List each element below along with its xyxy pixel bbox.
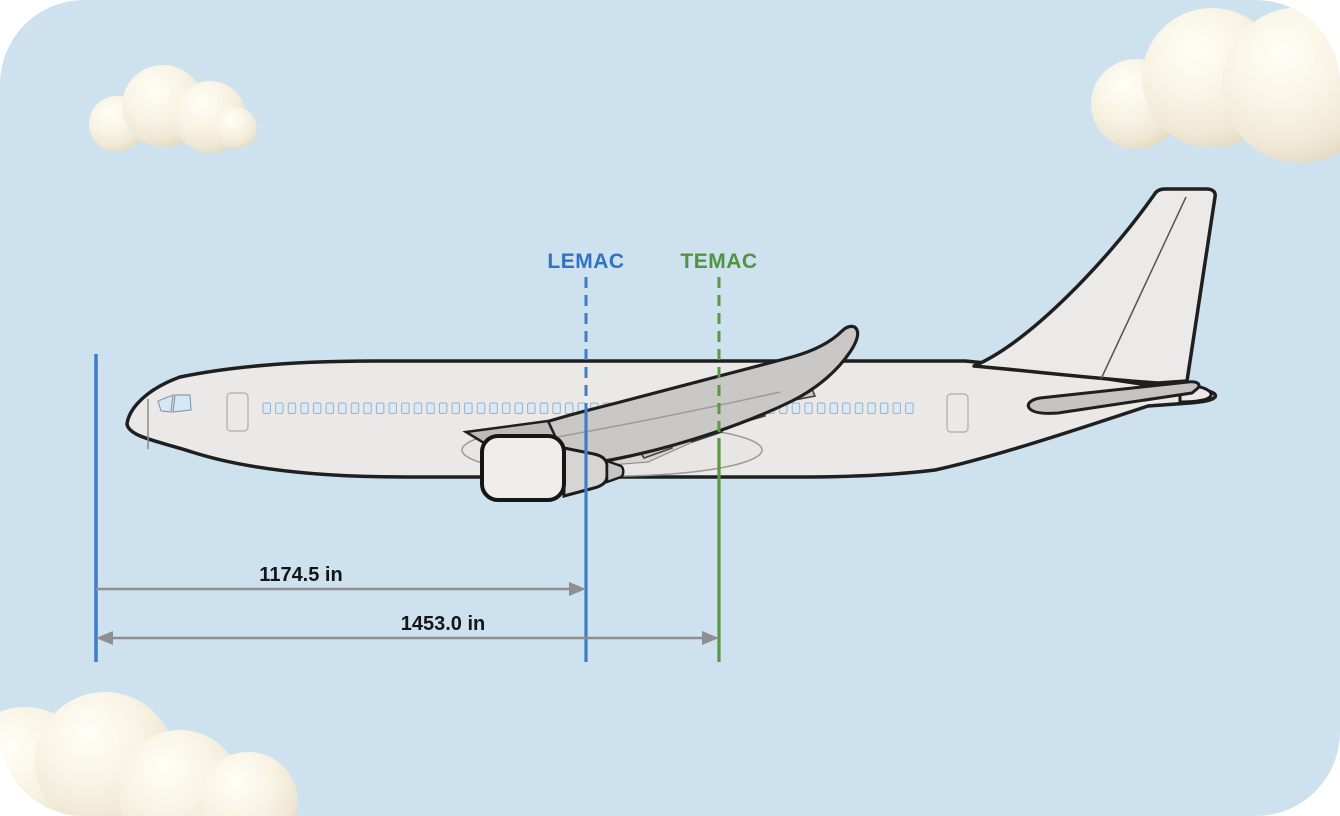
- cloud-bottom-left: [0, 692, 298, 816]
- horizontal-stabilizer: [1026, 380, 1201, 415]
- front-door-outline: [226, 392, 249, 432]
- vertical-stabilizer: [972, 187, 1217, 385]
- temac-label: TEMAC: [680, 250, 757, 273]
- dimension-arrow-datum-to-temac: [96, 631, 719, 645]
- cloud-top-left: [89, 65, 257, 153]
- arrowhead-left-icon: [96, 631, 113, 645]
- engine: [462, 419, 625, 502]
- rear-door-outline: [946, 393, 969, 433]
- lemac-label: LEMAC: [547, 250, 624, 273]
- dimension-label-datum-to-temac: 1453.0 in: [401, 613, 486, 635]
- engine-nacelle: [480, 434, 566, 502]
- reference-lines: [94, 277, 721, 662]
- dimension-arrow-datum-to-lemac: [96, 582, 586, 596]
- arrowhead-right-icon: [702, 631, 719, 645]
- engine-tail-cone: [605, 459, 625, 484]
- cockpit-window: [157, 394, 192, 413]
- arrowhead-right-icon: [569, 582, 586, 596]
- airplane-illustration: [125, 187, 1218, 502]
- rudder-line: [1100, 196, 1187, 380]
- dimension-label-datum-to-lemac: 1174.5 in: [259, 564, 342, 586]
- cloud-top-right: [1091, 7, 1340, 163]
